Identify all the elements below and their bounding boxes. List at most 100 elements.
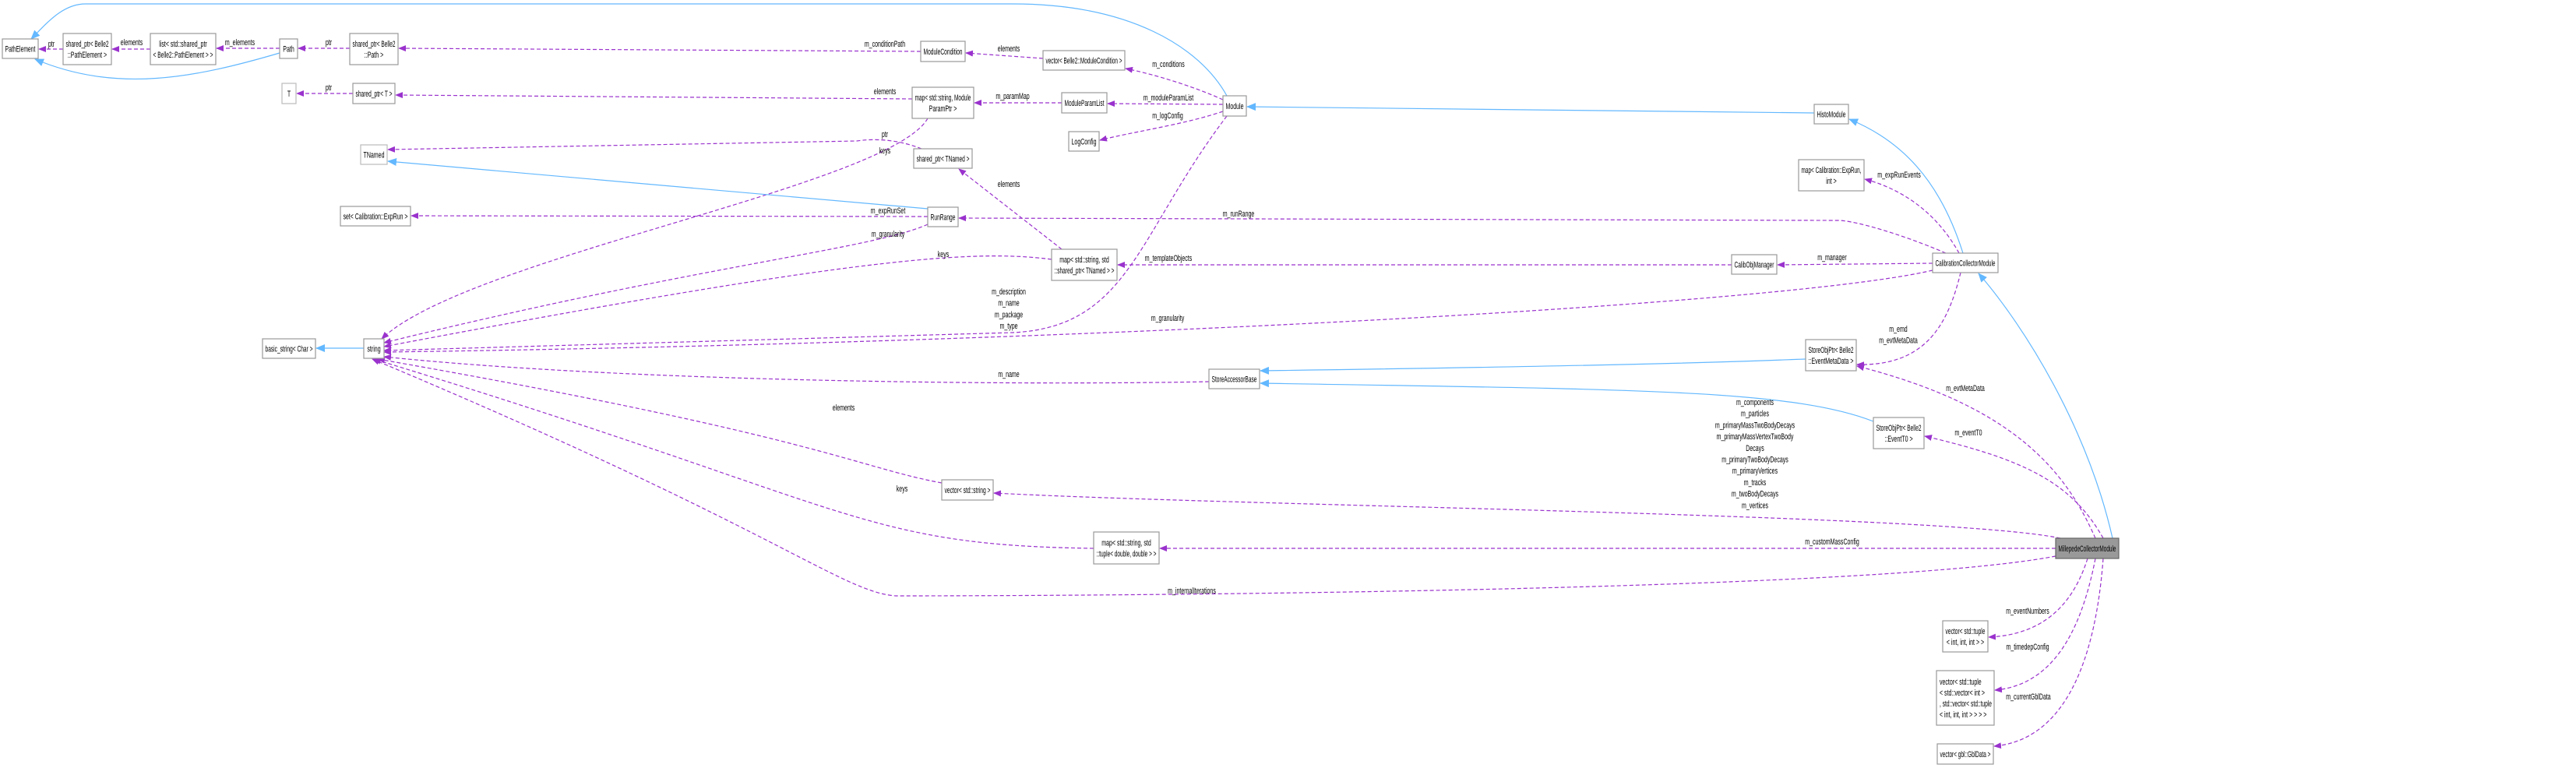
edge-label: m_logConfig bbox=[1152, 111, 1182, 120]
node-list-sp[interactable]: list< std::shared_ptr< Belle2::PathEleme… bbox=[150, 33, 217, 65]
node-map-tuple-double[interactable]: map< std::string, std::tuple< double, do… bbox=[1093, 531, 1160, 565]
node-millepede-collector-module[interactable]: MillepedeCollectorModule bbox=[2055, 537, 2120, 559]
node-vec-string[interactable]: vector< std::string > bbox=[941, 479, 994, 501]
node-module-param-list[interactable]: ModuleParamList bbox=[1061, 92, 1108, 114]
edge-label: m_internalIterations bbox=[1168, 586, 1216, 595]
node-label: vector< gbl::GblData > bbox=[1940, 749, 1991, 759]
node-label: ParamPtr > bbox=[929, 104, 957, 113]
node-label: ::PathElement > bbox=[68, 50, 107, 59]
node-t[interactable]: T bbox=[281, 83, 297, 104]
node-vec-module-condition[interactable]: vector< Belle2::ModuleCondition > bbox=[1042, 50, 1126, 71]
dependency-edge bbox=[1777, 261, 1933, 268]
node-module[interactable]: Module bbox=[1222, 95, 1247, 117]
node-box bbox=[349, 33, 399, 65]
node-box bbox=[340, 206, 411, 227]
node-label: ModuleParamList bbox=[1065, 98, 1105, 107]
edge-label: m_particles bbox=[1741, 409, 1769, 418]
node-box bbox=[1093, 531, 1160, 565]
node-sp-path[interactable]: shared_ptr< Belle2::Path > bbox=[349, 33, 399, 65]
edge-label: m_description bbox=[992, 287, 1026, 296]
node-box bbox=[279, 38, 298, 59]
edge-label: keys bbox=[938, 249, 950, 259]
node-vec-tuple-vec[interactable]: vector< std::tuple< std::vector< int >, … bbox=[1936, 670, 1995, 726]
node-vec-tuple-int[interactable]: vector< std::tuple< int, int, int > > bbox=[1942, 620, 1989, 653]
edge-label: m_type bbox=[999, 322, 1017, 331]
node-map-exp-run-int[interactable]: map< Calibration::ExpRun,int > bbox=[1798, 159, 1865, 192]
edge-label: m_eventT0 bbox=[1954, 428, 1982, 437]
edge-label: m_conditionPath bbox=[865, 39, 905, 48]
node-label: ::EventMetaData > bbox=[1809, 356, 1854, 365]
node-label: CalibrationCollectorModule bbox=[1936, 259, 1996, 268]
node-box bbox=[2, 38, 39, 59]
dependency-edge bbox=[377, 357, 943, 484]
edge-label: m_primaryTwoBodyDecays bbox=[1721, 455, 1788, 464]
node-box bbox=[1942, 620, 1989, 653]
edge-label: ptr bbox=[48, 39, 55, 48]
node-label: basic_string< Char > bbox=[266, 344, 313, 354]
node-label: PathElement bbox=[5, 44, 36, 54]
node-map-sp-tnamed[interactable]: map< std::string, std::shared_ptr< TName… bbox=[1051, 248, 1118, 281]
edge-label: m_package bbox=[995, 310, 1023, 319]
node-basic-string[interactable]: basic_string< Char > bbox=[262, 338, 316, 359]
node-store-accessor-base[interactable]: StoreAccessorBase bbox=[1208, 368, 1260, 389]
node-sop-event-meta-data[interactable]: StoreObjPtr< Belle2::EventMetaData > bbox=[1805, 339, 1857, 372]
node-path-element[interactable]: PathElement bbox=[2, 38, 39, 59]
node-box bbox=[2055, 537, 2120, 559]
inheritance-edge bbox=[1260, 379, 1874, 422]
node-label: ::EventT0 > bbox=[1884, 434, 1912, 443]
node-sp-path-element[interactable]: shared_ptr< Belle2::PathElement > bbox=[62, 33, 112, 65]
inheritance-edge bbox=[1848, 118, 1964, 254]
node-box bbox=[920, 41, 966, 62]
node-sop-event-t0[interactable]: StoreObjPtr< Belle2::EventT0 > bbox=[1873, 417, 1925, 449]
node-string[interactable]: string bbox=[363, 338, 385, 359]
node-box bbox=[1042, 50, 1126, 71]
dependency-edge bbox=[1993, 558, 2104, 749]
node-box bbox=[1051, 248, 1118, 281]
inheritance-edge bbox=[1978, 273, 2113, 539]
inheritance-edge bbox=[387, 157, 929, 210]
edge-label: m_evtMetaData bbox=[1946, 383, 1985, 393]
edge-label: m_components bbox=[1736, 397, 1774, 407]
node-box bbox=[941, 479, 994, 501]
node-label: string bbox=[367, 344, 380, 354]
node-path[interactable]: Path bbox=[279, 38, 298, 59]
edge-label: m_customMassConfig bbox=[1805, 537, 1859, 546]
dependency-edge bbox=[398, 45, 922, 52]
node-label: shared_ptr< Belle2 bbox=[66, 39, 109, 48]
node-set-exp-run[interactable]: set< Calibration::ExpRun > bbox=[340, 206, 411, 227]
node-label: ModuleCondition bbox=[924, 47, 963, 56]
node-sp-t[interactable]: shared_ptr< T > bbox=[352, 83, 396, 104]
edge-label: m_tracks bbox=[1744, 477, 1767, 487]
node-tnamed[interactable]: TNamed bbox=[360, 144, 388, 165]
node-box bbox=[1061, 92, 1108, 114]
node-label: set< Calibration::ExpRun > bbox=[344, 212, 408, 221]
node-vec-gbl-data[interactable]: vector< gbl::GblData > bbox=[1936, 743, 1994, 765]
node-box bbox=[62, 33, 112, 65]
node-label: LogConfig bbox=[1072, 137, 1097, 146]
node-label: int > bbox=[1826, 176, 1836, 185]
node-sp-tnamed[interactable]: shared_ptr< TNamed > bbox=[913, 148, 973, 169]
node-label: TNamed bbox=[364, 150, 385, 160]
node-log-config[interactable]: LogConfig bbox=[1068, 131, 1100, 152]
node-run-range[interactable]: RunRange bbox=[927, 206, 959, 227]
edge-label: m_name bbox=[998, 298, 1019, 308]
node-label: Path bbox=[283, 44, 294, 54]
edge-label: m_manager bbox=[1817, 252, 1847, 262]
node-label: ::Path > bbox=[365, 50, 383, 59]
node-module-condition[interactable]: ModuleCondition bbox=[920, 41, 966, 62]
dependency-edge bbox=[383, 270, 1933, 355]
node-label: T bbox=[287, 89, 291, 98]
node-label: , std::vector< std::tuple bbox=[1940, 699, 1992, 708]
node-label: StoreObjPtr< Belle2 bbox=[1876, 423, 1921, 432]
node-calibration-collector-module[interactable]: CalibrationCollectorModule bbox=[1932, 252, 1999, 273]
node-label: ::tuple< double, double > > bbox=[1097, 549, 1157, 558]
dependency-edge bbox=[1856, 272, 1961, 368]
edge-label: ptr bbox=[326, 83, 332, 92]
node-box bbox=[281, 83, 297, 104]
node-label: < std::vector< int > bbox=[1940, 688, 1985, 697]
edge-label: ptr bbox=[326, 37, 332, 47]
node-histo-module[interactable]: HistoModule bbox=[1813, 104, 1849, 125]
node-calib-obj-manager[interactable]: CalibObjManager bbox=[1731, 254, 1778, 275]
